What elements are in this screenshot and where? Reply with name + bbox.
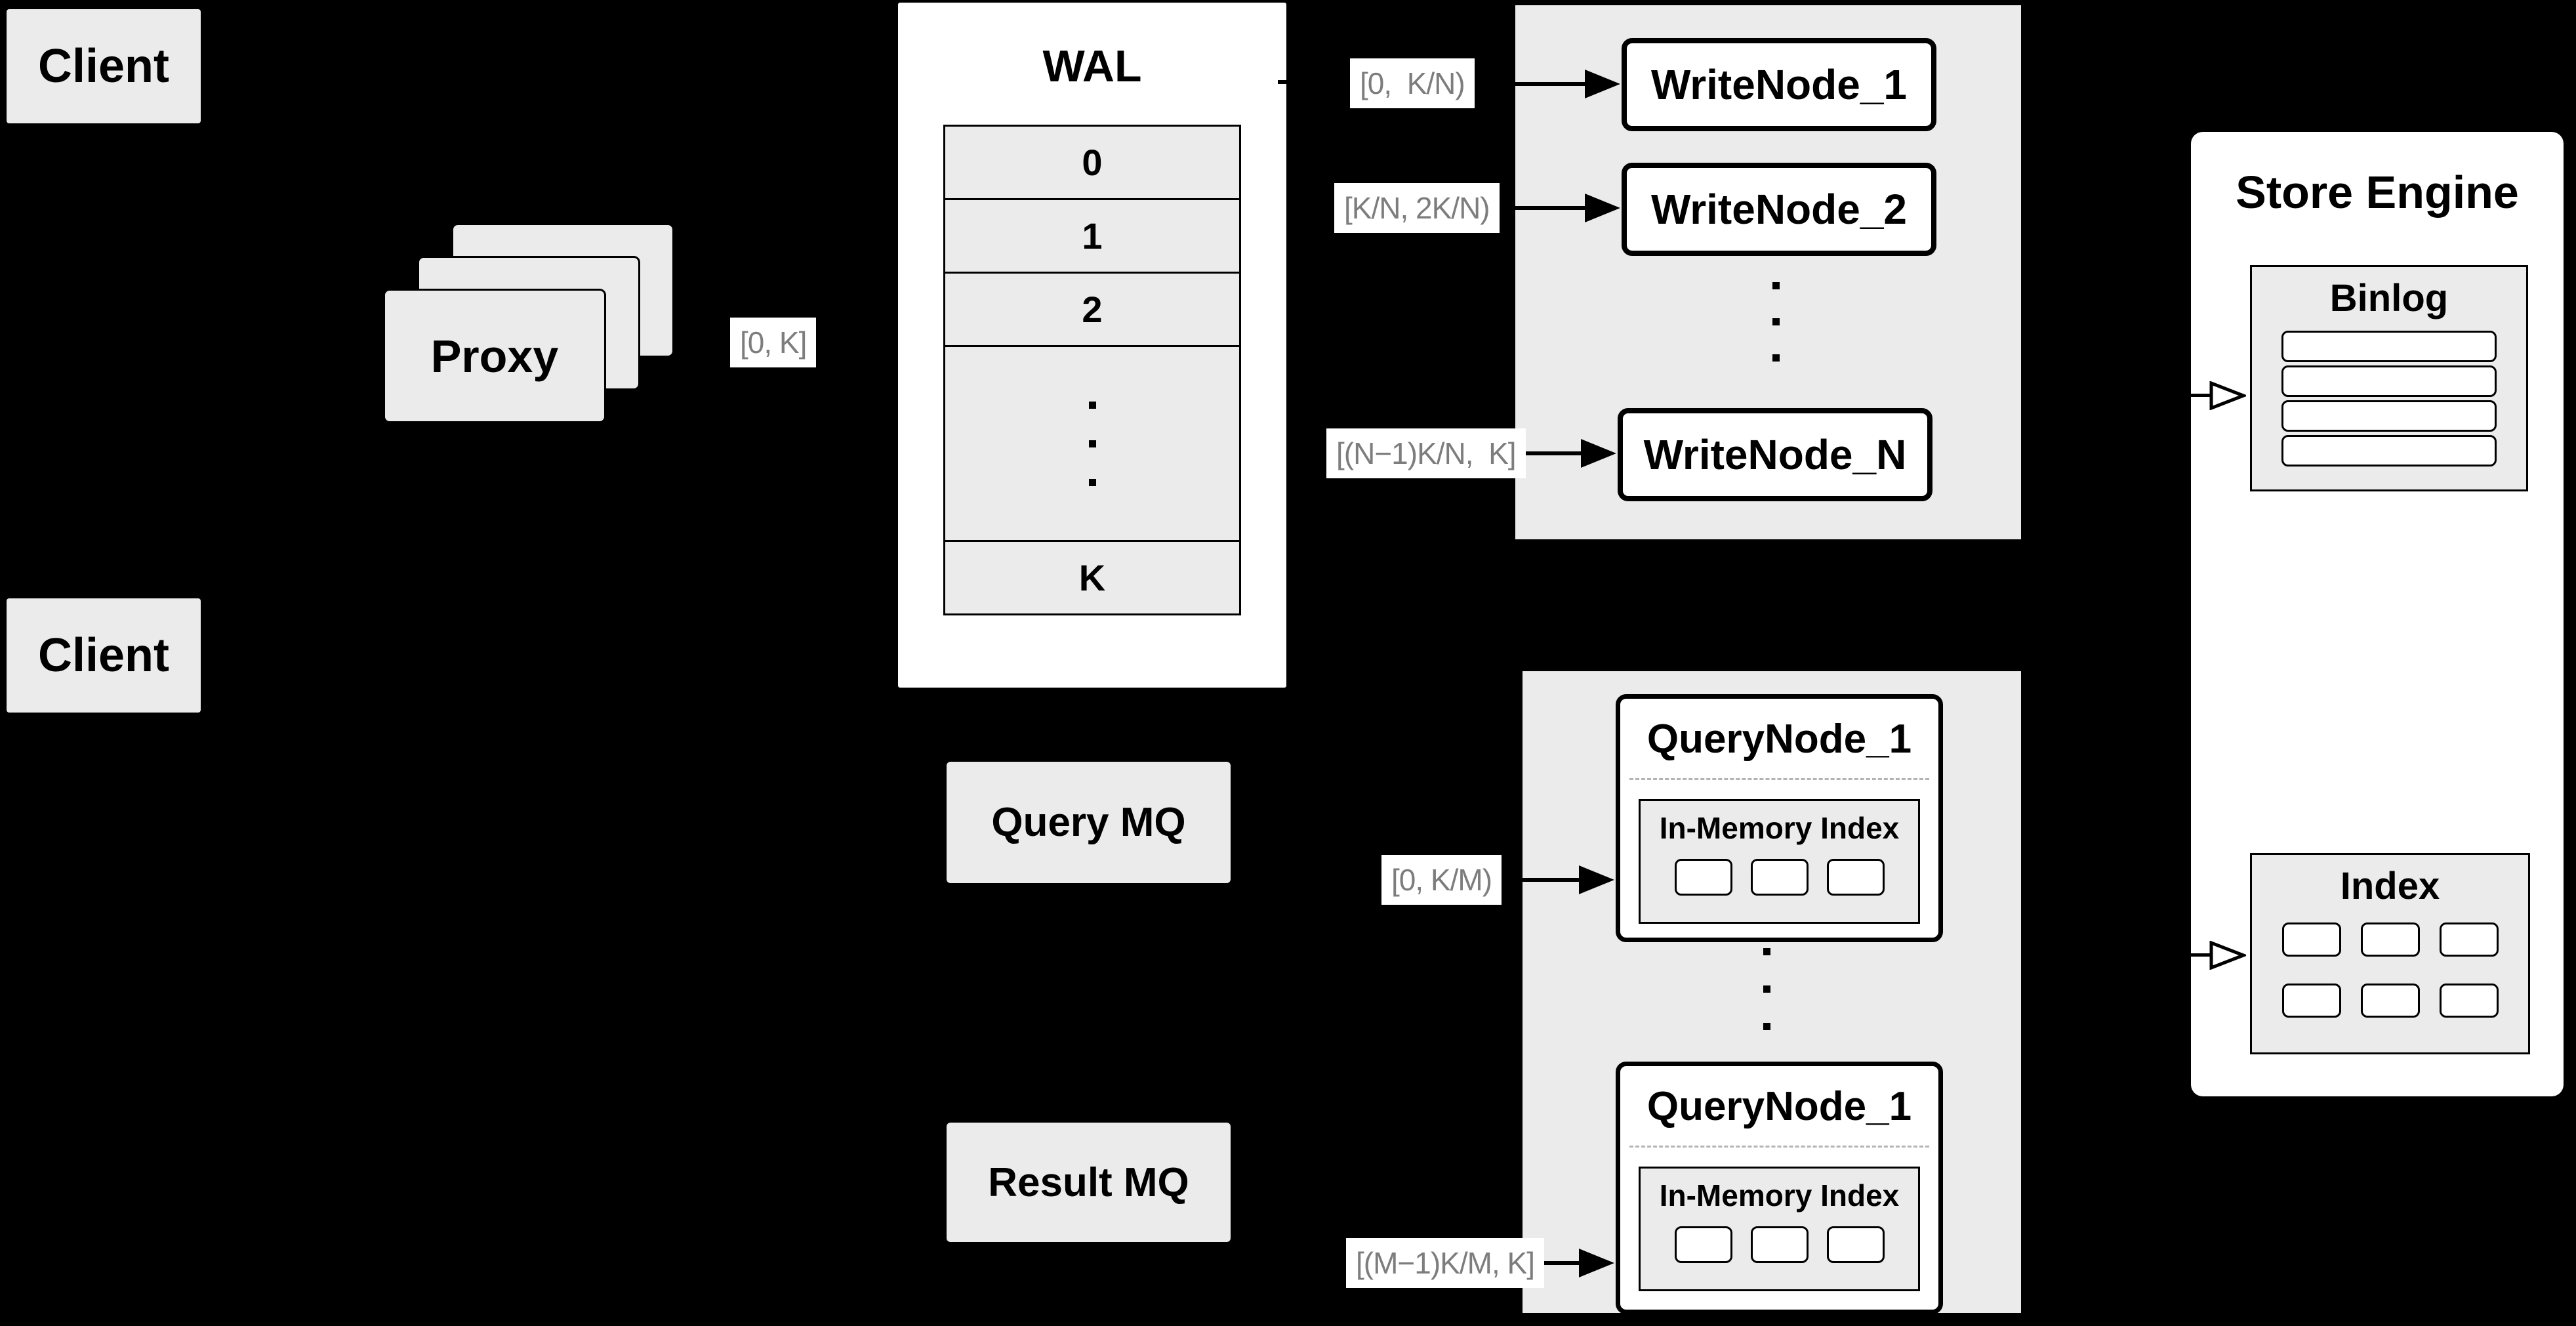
result-mq-box: Result MQ [947,1123,1231,1242]
query-nodes-ellipsis [1763,948,1770,1030]
binlog-row [2281,365,2497,397]
arrow-head-querynode-1 [1579,865,1614,894]
write-nodes-ellipsis [1772,282,1780,362]
ellipsis-dot [1763,1023,1770,1030]
store-engine-title: Store Engine [2236,167,2519,218]
inmem-index-box: In-Memory Index [1639,1167,1920,1291]
index-cells-row [2252,922,2528,957]
arrow-head-index [2209,940,2248,973]
ellipsis-dot [1088,401,1096,409]
ellipsis-dot [1088,440,1096,447]
wal-row-1: 1 [943,198,1241,274]
wal-row-ellipsis [943,345,1241,542]
index-cell [2281,922,2341,957]
wal-title: WAL [1042,41,1142,91]
arrow-head-binlog [2209,381,2248,413]
query-node-separator [1629,778,1929,780]
query-node-separator [1629,1146,1929,1148]
wal-outgoing-line-stub [1278,80,1288,84]
wal-row-0: 0 [943,125,1241,200]
write-node-n: WriteNode_N [1618,408,1932,501]
binlog-row [2281,400,2497,432]
query-mq-box: Query MQ [947,762,1231,883]
wal-row-k: K [943,540,1241,615]
index-title: Index [2340,865,2440,907]
binlog-box: Binlog [2250,265,2528,491]
wal-log-table: 0 1 2 K [943,125,1241,615]
arrow-head-querynode-2 [1579,1249,1614,1277]
arrow-head-writenode-2 [1585,194,1620,222]
inmem-cell [1674,1226,1732,1263]
index-cell [2281,984,2341,1018]
ellipsis-dot [1763,948,1770,955]
index-cell [2439,922,2499,957]
inmem-cell [1750,1226,1809,1263]
index-cell [2439,984,2499,1018]
ellipsis-dot [1772,354,1780,362]
inmem-index-title: In-Memory Index [1659,811,1900,845]
range-label-write-1: [0, K/N) [1350,58,1475,108]
write-node-1: WriteNode_1 [1622,38,1936,131]
inmem-cell [1750,859,1809,896]
range-label-write-n: [(N−1)K/N, K] [1326,428,1526,478]
ellipsis-dot [1763,985,1770,993]
store-engine-panel: Store Engine Binlog Index [2191,132,2564,1096]
arrow-line-binlog [2158,394,2211,397]
range-label-query-1: [0, K/M) [1381,855,1502,905]
index-cell [2360,984,2420,1018]
query-node-1: QueryNode_1 In-Memory Index [1616,694,1943,942]
arrow-head-writenode-n [1581,439,1616,468]
range-label-write-2: [K/N, 2K/N) [1334,183,1500,233]
index-cell [2360,922,2420,957]
arrow-line-writenode-1 [1469,82,1585,86]
inmem-cell [1826,859,1885,896]
binlog-row [2281,435,2497,466]
ellipsis-dot [1772,318,1780,325]
binlog-row [2281,331,2497,362]
arrow-line-querynode-1 [1499,878,1579,882]
arrow-line-writenode-2 [1469,206,1585,210]
index-cells-row [2252,984,2528,1018]
wal-row-2: 2 [943,272,1241,347]
arrow-line-index [2158,953,2211,957]
inmem-cells [1641,1226,1918,1263]
write-node-2: WriteNode_2 [1622,163,1936,256]
ellipsis-dot [1088,478,1096,486]
client-box-top: Client [7,9,201,123]
inmem-index-title: In-Memory Index [1659,1178,1900,1212]
proxy-card-front: Proxy [383,289,606,423]
query-node-2: QueryNode_1 In-Memory Index [1616,1062,1943,1314]
inmem-index-box: In-Memory Index [1639,799,1920,924]
arrow-head-writenode-1 [1585,70,1620,98]
proxy-label: Proxy [430,330,559,382]
binlog-rows [2252,331,2526,466]
range-label-query-m: [(M−1)K/M, K] [1346,1238,1544,1288]
range-label-proxy-out: [0, K] [730,318,817,367]
inmem-cell [1826,1226,1885,1263]
inmem-cells [1641,859,1918,896]
query-node-title: QueryNode_1 [1646,716,1912,762]
query-node-title: QueryNode_1 [1646,1084,1912,1129]
client-box-bottom: Client [7,598,201,713]
binlog-title: Binlog [2329,277,2449,320]
ellipsis-dot [1772,282,1780,289]
inmem-cell [1674,859,1732,896]
index-box: Index [2250,853,2530,1054]
